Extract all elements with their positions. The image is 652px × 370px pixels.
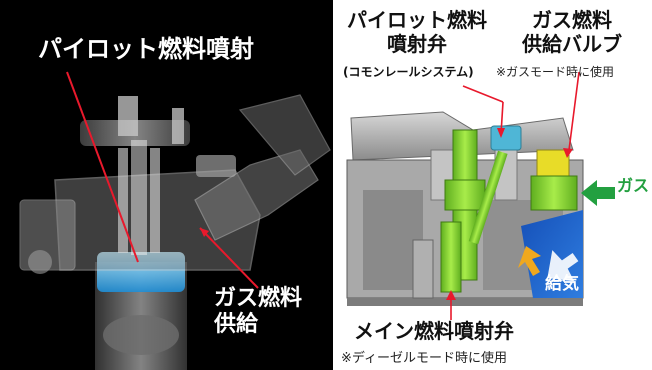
gas-supply-label-line2: 供給 <box>214 312 259 337</box>
pilot-fuel-valve-label-line2: 噴射弁 <box>387 32 447 56</box>
piston <box>103 315 179 355</box>
air-intake-arrow <box>547 250 579 282</box>
main-fuel-injector <box>440 221 462 293</box>
gas-supply-valve <box>530 175 578 211</box>
gas-arrow-label: ガス <box>617 176 650 195</box>
main-fuel-valve-label: メイン燃料噴射弁 <box>354 319 514 343</box>
air-intake-label: 給気 <box>545 274 579 294</box>
pilot-injection-pointer <box>66 71 139 263</box>
intake-manifold <box>194 149 319 241</box>
pilot-injection-label: パイロット燃料噴射 <box>38 35 254 63</box>
engine-illustration-panel: パイロット燃料噴射 ガス燃料 供給 <box>0 0 333 370</box>
combustion-chamber <box>97 252 185 292</box>
gas-valve-pointer <box>568 71 580 151</box>
cross-section-diagram <box>346 71 615 320</box>
gas-supply-pointer <box>199 227 259 289</box>
gas-supply-label: ガス燃料 供給 <box>214 288 302 340</box>
cross-section-panel: パイロット燃料 噴射弁 ガス燃料 供給バルブ (コモンレールシステム) ※ガスモ… <box>333 0 652 370</box>
gas-supply-label-line1: ガス燃料 <box>214 286 303 311</box>
pilot-fuel-valve-label: パイロット燃料 噴射弁 <box>347 10 487 58</box>
pilot-valve-pointer <box>462 85 504 103</box>
gas-flow-arrow <box>518 246 541 276</box>
gas-supply-valve-top <box>536 149 570 177</box>
gas-supply-valve-label-line2: 供給バルブ <box>522 32 622 56</box>
gas-supply-valve-label-line1: ガス燃料 <box>532 8 612 32</box>
gas-mode-note: ※ガスモード時に使用 <box>496 65 615 79</box>
engine-illustration <box>19 71 331 370</box>
gas-supply-valve-label: ガス燃料 供給バルブ <box>522 10 622 58</box>
diesel-mode-note: ※ディーゼルモード時に使用 <box>341 351 507 366</box>
gas-inlet-arrow <box>581 180 615 206</box>
common-rail-note: (コモンレールシステム) <box>343 65 474 79</box>
pilot-fuel-valve-label-line1: パイロット燃料 <box>347 8 487 32</box>
